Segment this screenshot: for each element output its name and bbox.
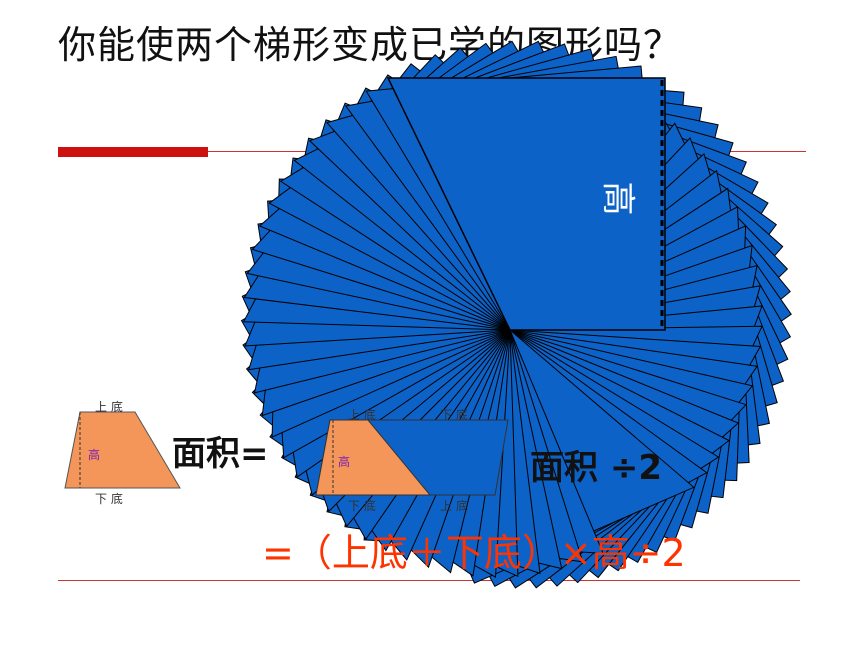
mid-bottom-base-label: 下 底 — [348, 499, 376, 513]
area-divided-label: 面积 ÷2 — [530, 448, 662, 488]
area-formula: =（上底＋下底）×高÷2 — [262, 531, 686, 575]
left-bottom-base-label: 下 底 — [95, 492, 123, 506]
left-trapezoid — [64, 411, 181, 489]
mid-height-label: 高 — [338, 455, 351, 469]
mid-top-base-label: 上 底 — [348, 408, 376, 422]
big-parallelogram — [386, 77, 666, 331]
left-height-label: 高 — [88, 448, 101, 462]
big-height-label: 高 — [597, 181, 638, 216]
mid-orange-trapezoid — [315, 419, 432, 496]
mid-top-right-label: 下 底 — [440, 408, 468, 422]
footer-divider-line — [58, 580, 800, 581]
title-accent-bar — [58, 147, 208, 157]
mid-bottom-right-label: 上 底 — [440, 499, 468, 513]
area-label: 面积= — [172, 434, 269, 474]
left-top-base-label: 上 底 — [95, 400, 123, 414]
